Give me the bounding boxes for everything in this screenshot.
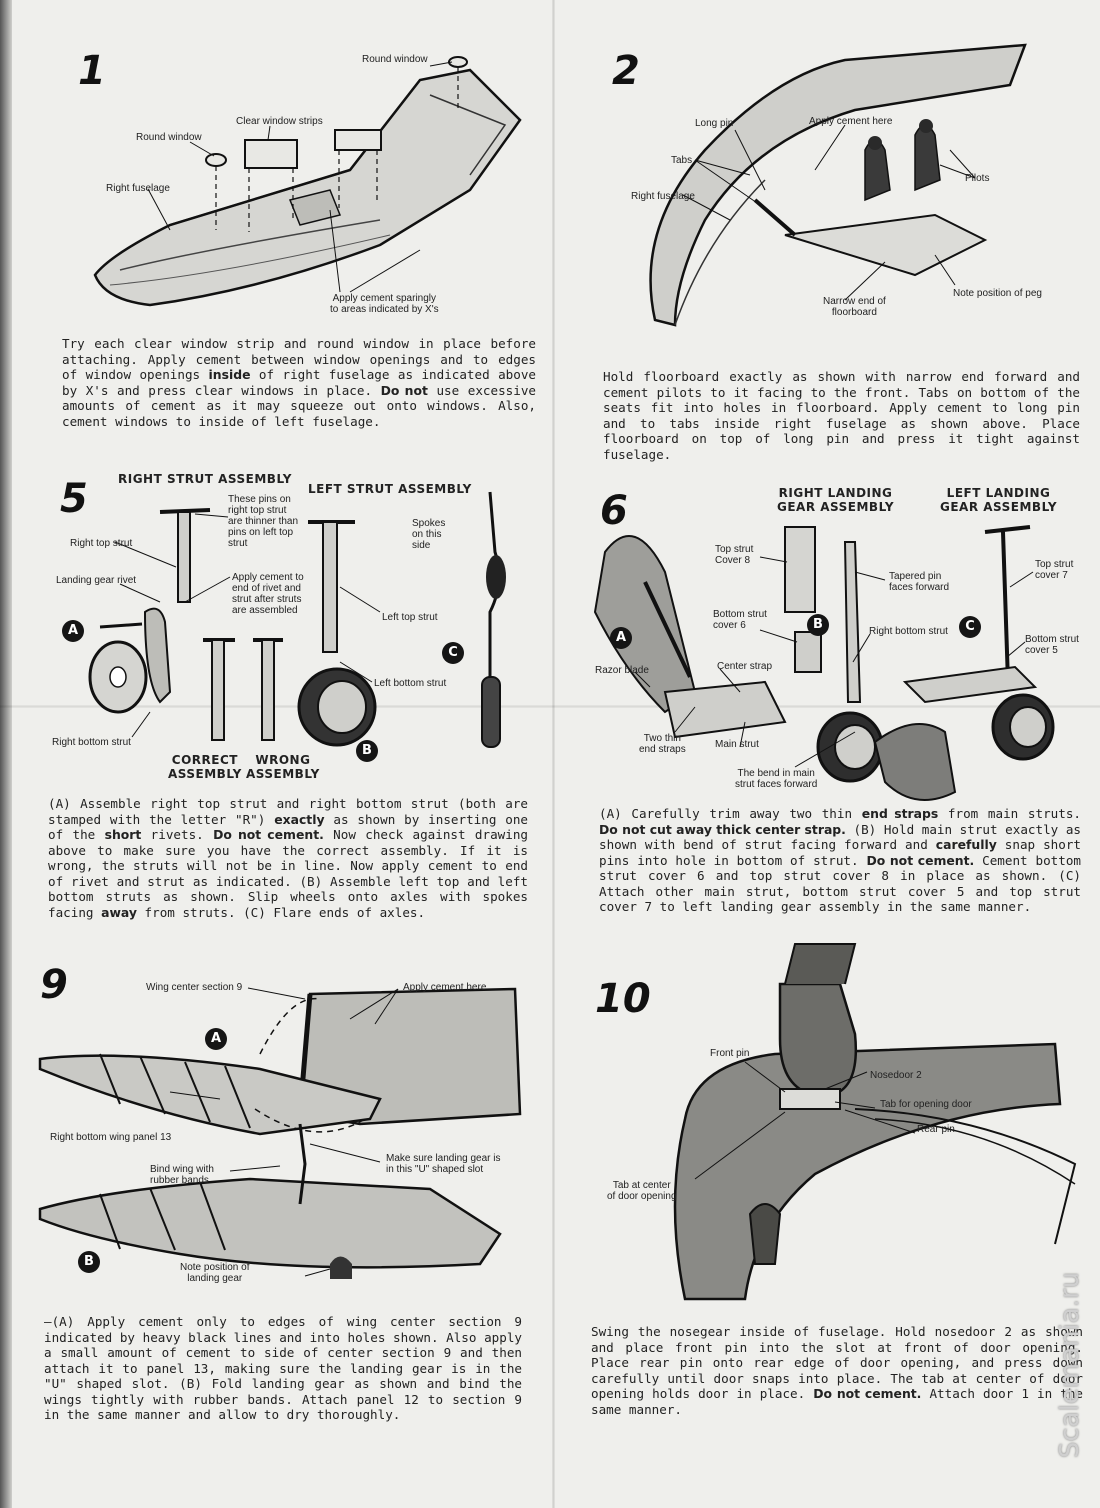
- label-bottom-strut-cover-6: Bottom strut cover 6: [713, 609, 767, 631]
- label-tabs: Tabs: [671, 155, 693, 166]
- label-bend-main-strut: The bend in main strut faces forward: [735, 768, 818, 790]
- label-apply-cement-here: Apply cement here: [403, 982, 487, 993]
- wing-assembly-illustration: [38, 987, 522, 1279]
- step-number: 6: [600, 488, 628, 534]
- badge-c: C: [959, 616, 981, 638]
- label-right-bottom-wing-panel-13: Right bottom wing panel 13: [50, 1132, 172, 1143]
- label-left-top-strut: Left top strut: [382, 612, 438, 623]
- step-number: 5: [60, 476, 88, 522]
- label-spokes-this-side: Spokes on this side: [412, 518, 446, 551]
- label-top-strut-cover-8: Top strut Cover 8: [715, 544, 754, 566]
- landing-gear-illustration: [593, 525, 1055, 801]
- step-5-instructions: (A) Assemble right top strut and right b…: [48, 796, 528, 920]
- fuselage-window-illustration: [93, 56, 522, 307]
- label-wing-center-section-9: Wing center section 9: [146, 982, 243, 993]
- label-clear-window-strips: Clear window strips: [236, 116, 323, 127]
- label-razor-blade: Razor blade: [595, 665, 649, 676]
- step-number: 2: [612, 48, 640, 94]
- label-narrow-end-floorboard: Narrow end of floorboard: [823, 296, 886, 318]
- badge-a: A: [205, 1028, 227, 1050]
- heading-left-landing-gear: LEFT LANDING GEAR ASSEMBLY: [940, 486, 1058, 514]
- strut-assembly-illustration: [88, 491, 506, 748]
- badge-b: B: [807, 614, 829, 636]
- step-9: 9 Wing center section 9 Apply cement her…: [0, 944, 552, 1508]
- step-6: 6 RIGHT LANDING GEAR ASSEMBLY LEFT LANDI…: [555, 462, 1100, 942]
- label-apply-cement-sparingly: Apply cement sparingly to areas indicate…: [330, 293, 439, 315]
- page-edge-shadow: [0, 0, 12, 1508]
- label-center-strap: Center strap: [717, 661, 773, 672]
- badge-b: B: [78, 1251, 100, 1273]
- badge-b: B: [356, 740, 378, 762]
- step-1-instructions: Try each clear window strip and round wi…: [62, 336, 537, 429]
- label-bottom-strut-cover-5: Bottom strut cover 5: [1025, 634, 1079, 656]
- step-number: 10: [595, 976, 651, 1022]
- label-right-top-strut: Right top strut: [70, 538, 133, 549]
- label-apply-cement-here: Apply cement here: [809, 116, 893, 127]
- label-round-window-top: Round window: [362, 54, 428, 65]
- label-right-bottom-strut: Right bottom strut: [869, 626, 948, 637]
- label-right-fuselage: Right fuselage: [106, 183, 170, 194]
- step-2-instructions: Hold floorboard exactly as shown with na…: [603, 369, 1080, 462]
- step-5: 5 RIGHT STRUT ASSEMBLY LEFT STRUT ASSEMB…: [0, 462, 552, 942]
- label-pilots: Pilots: [965, 173, 990, 184]
- heading-right-landing-gear: RIGHT LANDING GEAR ASSEMBLY: [777, 486, 895, 514]
- label-tab-for-opening-door: Tab for opening door: [880, 1099, 972, 1110]
- label-make-sure-landing-gear: Make sure landing gear is in this "U" sh…: [386, 1153, 501, 1175]
- heading-wrong-assembly: WRONG ASSEMBLY: [246, 753, 320, 781]
- step-10-instructions: Swing the nosegear inside of fuselage. H…: [591, 1324, 1083, 1417]
- pilots-floorboard-illustration: [649, 43, 1027, 327]
- label-bind-wing-rubber-bands: Bind wing with rubber bands: [150, 1164, 214, 1186]
- badge-a: A: [62, 620, 84, 642]
- label-top-strut-cover-7: Top strut cover 7: [1035, 559, 1074, 581]
- step-1: 1 Round window Clear window strips Round…: [0, 0, 552, 460]
- heading-left-strut-assembly: LEFT STRUT ASSEMBLY: [308, 482, 472, 496]
- watermark-text: Scalemania.ru: [1055, 1271, 1085, 1459]
- badge-c: C: [442, 642, 464, 664]
- label-landing-gear-rivet: Landing gear rivet: [56, 575, 137, 586]
- label-long-pin: Long pin: [695, 118, 734, 129]
- nosedoor-illustration: [673, 943, 1077, 1301]
- step-2: 2 Long pin Apply cement here Tabs Right …: [555, 0, 1100, 462]
- step-number: 9: [40, 962, 68, 1008]
- label-right-fuselage: Right fuselage: [631, 191, 695, 202]
- vertical-fold-line: [552, 0, 555, 1508]
- step-10: 10 Front pin Nosedoor 2 Tab for opening …: [555, 943, 1100, 1508]
- heading-correct-assembly: CORRECT ASSEMBLY: [168, 753, 242, 781]
- horizontal-fold-line: [0, 705, 1100, 708]
- label-apply-cement-rivet: Apply cement to end of rivet and strut a…: [232, 572, 304, 616]
- label-note-position-peg: Note position of peg: [953, 288, 1042, 299]
- label-right-bottom-strut: Right bottom strut: [52, 737, 131, 748]
- label-round-window-left: Round window: [136, 132, 202, 143]
- step-6-instructions: (A) Carefully trim away two thin end str…: [599, 806, 1081, 914]
- watermark: Scalemania.ru: [1050, 1230, 1090, 1500]
- step-9-instructions: —(A) Apply cement only to edges of wing …: [44, 1314, 522, 1422]
- label-tab-at-center-door: Tab at center of door opening: [607, 1180, 677, 1202]
- step-number: 1: [78, 48, 106, 94]
- label-rear-pin: Rear pin: [917, 1124, 955, 1135]
- label-main-strut: Main strut: [715, 739, 759, 750]
- badge-a: A: [610, 627, 632, 649]
- label-front-pin: Front pin: [710, 1048, 750, 1059]
- heading-right-strut-assembly: RIGHT STRUT ASSEMBLY: [118, 472, 292, 486]
- label-tapered-pin: Tapered pin faces forward: [889, 571, 950, 593]
- label-nosedoor-2: Nosedoor 2: [870, 1070, 922, 1081]
- label-pins-thinner-note: These pins on right top strut are thinne…: [228, 494, 299, 549]
- label-note-position-landing-gear: Note position of landing gear: [180, 1262, 250, 1284]
- label-left-bottom-strut: Left bottom strut: [374, 678, 447, 689]
- label-two-thin-end-straps: Two thin end straps: [639, 733, 686, 755]
